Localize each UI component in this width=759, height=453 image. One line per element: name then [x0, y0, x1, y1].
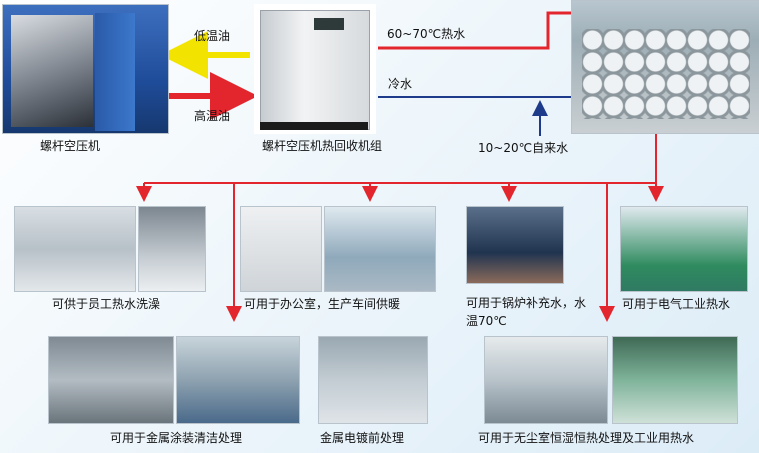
- compressor-label: 螺杆空压机: [40, 139, 101, 153]
- low-oil-label: 低温油: [194, 29, 231, 43]
- app-boiler-feed: 可用于锅炉补充水，水温70℃: [466, 296, 587, 328]
- app-metal-coating: 可用于金属涂装清洁处理: [110, 431, 243, 445]
- high-oil-label: 高温油: [194, 109, 231, 123]
- electroplating-photo: [318, 336, 428, 424]
- water-tank-photo: [571, 0, 759, 134]
- corridor-photo: [14, 206, 136, 292]
- shower-photo: [138, 206, 206, 292]
- car-body-photo: [48, 336, 174, 424]
- app-staff-shower: 可供于员工热水洗澡: [52, 297, 161, 311]
- electrical-plant-photo: [620, 206, 748, 292]
- cold-water-source-label: 10~20℃自来水: [478, 141, 569, 155]
- boiler-photo: [466, 206, 564, 284]
- app-electrical-industry: 可用于电气工业热水: [622, 297, 731, 311]
- hot-water-line: [378, 11, 572, 50]
- radiator-photo: [240, 206, 322, 292]
- compressor-photo: [2, 4, 169, 134]
- app-electroplating: 金属电镀前处理: [320, 431, 405, 445]
- app-cleanroom: 可用于无尘室恒湿恒热处理及工业用热水: [478, 431, 695, 445]
- hot-water-label: 60~70℃热水: [387, 27, 466, 41]
- heat-recovery-unit-photo: [254, 4, 376, 134]
- office-photo: [324, 206, 436, 292]
- cold-water-label: 冷水: [388, 77, 413, 91]
- app-office-heating: 可用于办公室，生产车间供暖: [244, 297, 401, 311]
- cleanroom-machine-photo: [484, 336, 608, 424]
- wheel-coating-photo: [176, 336, 300, 424]
- heat-recovery-unit-label: 螺杆空压机热回收机组: [262, 139, 383, 153]
- cleanroom-photo: [612, 336, 738, 424]
